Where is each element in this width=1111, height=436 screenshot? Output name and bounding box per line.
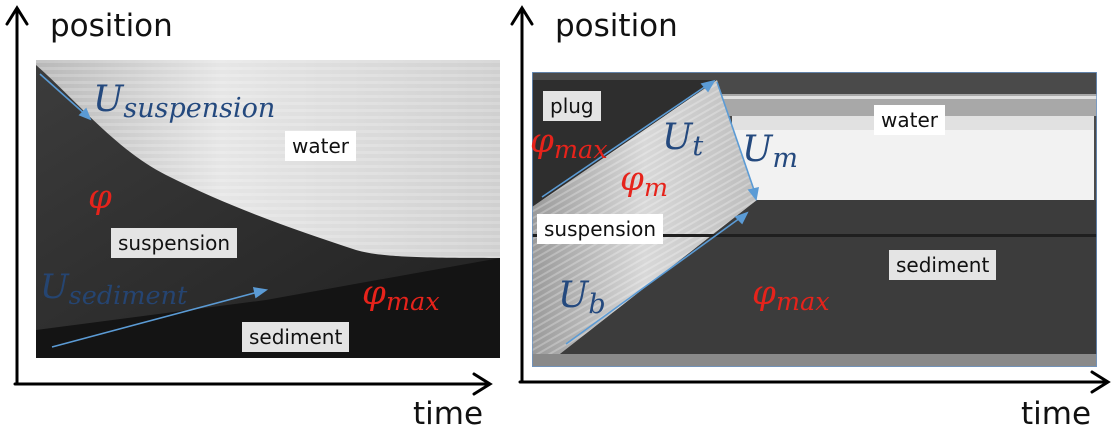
- u-suspension-arrow: [39, 73, 87, 116]
- phi-max-sediment-symbol: φmax: [752, 273, 830, 314]
- u-b-base: U: [558, 275, 589, 316]
- phi-max-plug-base: φ: [530, 121, 554, 161]
- u-m-sub: m: [772, 142, 798, 174]
- u-t-sub: t: [692, 130, 704, 162]
- u-sediment-arrow: [51, 291, 259, 348]
- phi-m-symbol: φm: [620, 159, 668, 200]
- u-b-symbol: Ub: [558, 275, 606, 318]
- phi-m-base: φ: [620, 159, 644, 199]
- phi-max-base: φ: [362, 273, 386, 313]
- u-m-symbol: Um: [742, 129, 798, 172]
- left-spacetime-image: [36, 60, 500, 358]
- phi-symbol: φ: [88, 180, 112, 214]
- u-m-base: U: [742, 129, 773, 170]
- left-y-axis-label: position: [50, 8, 173, 44]
- suspension-label-right: suspension: [537, 214, 664, 244]
- phi-max-plug-symbol: φmax: [530, 121, 608, 162]
- u-suspension-sub: suspension: [123, 92, 276, 124]
- phi-max-sediment-sub: max: [775, 286, 830, 317]
- phi-max-sediment-base: φ: [752, 273, 776, 313]
- water-label-right: water: [874, 105, 945, 135]
- u-b-sub: b: [588, 288, 606, 320]
- right-spacetime-image: [532, 72, 1097, 367]
- left-spacetime-graphic: [36, 60, 500, 358]
- sediment-label: sediment: [242, 322, 350, 352]
- right-panel: plug water suspension sediment φmax Ut φ…: [510, 0, 1111, 436]
- water-label: water: [285, 131, 356, 161]
- u-t-arrow: [541, 85, 707, 198]
- phi-base: φ: [88, 177, 112, 217]
- u-sediment-base: U: [40, 267, 69, 307]
- u-m-arrow: [716, 81, 755, 191]
- u-suspension-base: U: [93, 79, 124, 120]
- phi-max-sub: max: [385, 286, 440, 317]
- right-x-axis-label: time: [1021, 396, 1092, 432]
- u-t-base: U: [662, 117, 693, 158]
- left-axes: [5, 5, 493, 396]
- phi-max-symbol: φmax: [362, 273, 440, 314]
- plug-label: plug: [543, 91, 601, 121]
- left-x-axis-label: time: [413, 396, 484, 432]
- u-b-arrow: [565, 217, 741, 345]
- phi-max-plug-sub: max: [553, 134, 608, 165]
- phi-m-sub: m: [643, 172, 668, 203]
- sediment-label-right: sediment: [889, 250, 997, 280]
- u-t-symbol: Ut: [662, 117, 703, 160]
- u-sediment-symbol: Usediment: [40, 267, 187, 308]
- suspension-label: suspension: [111, 228, 238, 258]
- right-axes: [510, 5, 1111, 394]
- left-panel: water suspension sediment Ususpension φ …: [0, 0, 500, 436]
- right-spacetime-graphic: [532, 72, 1097, 367]
- right-y-axis-label: position: [555, 8, 678, 44]
- u-sediment-sub: sediment: [68, 280, 188, 311]
- u-suspension-symbol: Ususpension: [93, 79, 275, 122]
